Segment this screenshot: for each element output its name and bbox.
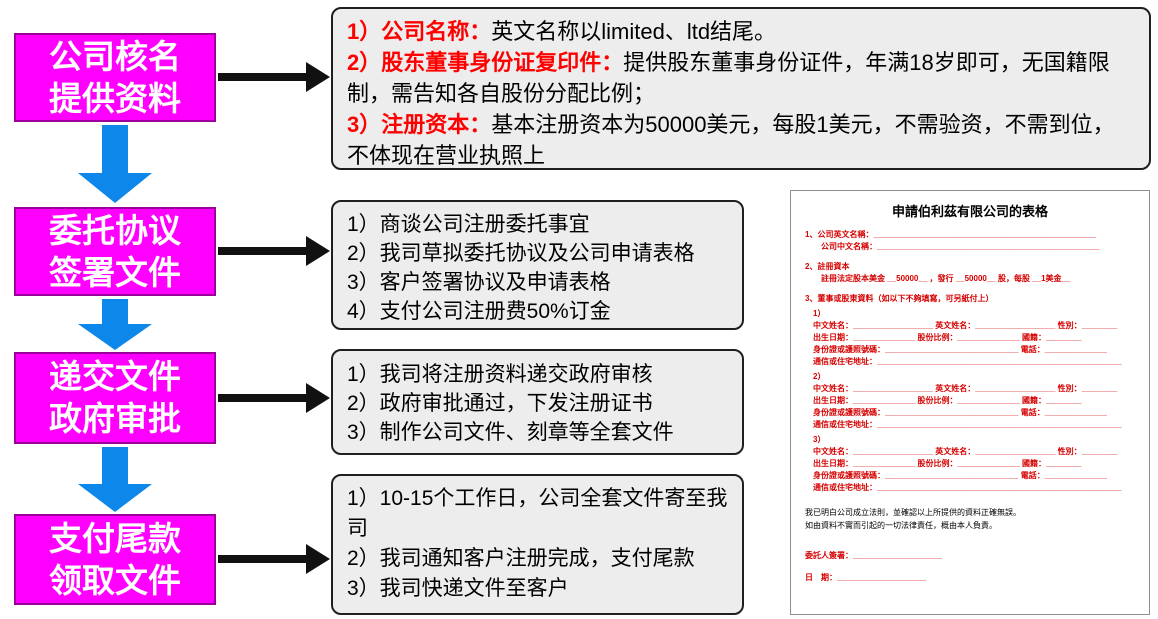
step-label-line: 递交文件 [49,358,181,396]
form-field-signature: 委託人簽署：____________________ [805,551,942,560]
detail-box-agreement: 1）商谈公司注册委托事宜 2）我司草拟委托协议及公司申请表格 3）客户签署协议及… [331,200,744,330]
shareholder-block-3: 3） 中文姓名：__________________ 英文姓名：________… [805,434,1135,494]
detail-box-payment: 1）10-15个工作日，公司全套文件寄至我司 2）我司通知客户注册完成，支付尾款… [331,474,744,615]
detail-item: 1）公司名称：英文名称以limited、ltd结尾。 [347,16,1135,47]
form-field-line: 中文姓名：__________________ 英文姓名：___________… [805,321,1118,330]
form-field-line: 中文姓名：__________________ 英文姓名：___________… [805,447,1118,456]
detail-item: 2）股东董事身份证复印件：提供股东董事身份证件，年满18岁即可，无国籍限制，需告… [347,47,1135,109]
step-label-line: 委托协议 [49,211,181,249]
form-field-line: 出生日期：______________ 股份比例：______________ … [805,333,1082,342]
down-arrow-icon [78,447,152,512]
form-field-line: 通信或住宅地址：________________________________… [805,357,1122,366]
right-arrow-icon [218,544,330,574]
step-label-line: 政府审批 [49,400,181,437]
detail-line: 3）我司快递文件至客户 [347,577,569,600]
detail-box-name-check: 1）公司名称：英文名称以limited、ltd结尾。 2）股东董事身份证复印件：… [331,7,1151,170]
down-arrow-icon [78,125,152,203]
detail-item: 3）注册资本：基本注册资本为50000美元，每股1美元，不需验资，不需到位，不体… [347,109,1135,168]
block-number: 1） [805,309,826,318]
detail-box-submission: 1）我司将注册资料递交政府审核 2）政府审批通过，下发注册证书 3）制作公司文件… [331,349,744,455]
step-box-payment: 支付尾款 领取文件 [14,514,216,605]
step-box-name-check: 公司核名 提供资料 [14,33,216,122]
item-heading: 1）公司名称： [347,19,492,44]
block-number: 3） [805,435,826,444]
form-section-capital: 2、註冊資本 [805,262,850,271]
item-body: 提供股东董事身份证件，年满18岁即可，无国籍限制，需告知各自股份分配比例； [347,50,1110,106]
right-arrow-icon [218,62,330,92]
form-field-line: 通信或住宅地址：________________________________… [805,420,1122,429]
detail-line: 2）我司草拟委托协议及公司申请表格 [347,242,695,265]
form-field-date: 日 期：____________________ [805,573,926,582]
item-body: 英文名称以limited、ltd结尾。 [491,19,777,44]
step-label-line: 支付尾款 [49,519,181,557]
step-label-line: 签署文件 [49,253,181,291]
detail-line: 1）我司将注册资料递交政府审核 [347,363,653,386]
step-label-line: 公司核名 [49,37,181,75]
step-box-submission: 递交文件 政府审批 [14,352,216,444]
step-label-line: 领取文件 [49,561,181,599]
form-declaration: 我已明白公司成立法則，並確認以上所提供的資料正確無誤。 如由資料不實而引起的一切… [805,506,1135,532]
form-title: 申請伯利茲有限公司的表格 [891,204,1048,219]
form-section-members: 3、董事或股東資料（如以下不夠填寫，可另紙付上） [805,294,994,303]
form-field-company-cn: 公司中文名稱：_________________________________… [805,242,1100,251]
application-form: 申請伯利茲有限公司的表格 1、公司英文名稱：__________________… [790,190,1150,615]
shareholder-block-2: 2） 中文姓名：__________________ 英文姓名：________… [805,371,1135,431]
form-field-line: 通信或住宅地址：________________________________… [805,483,1122,492]
block-number: 2） [805,372,826,381]
step-label-line: 提供资料 [49,79,181,117]
form-field-line: 身份證或護照號碼：______________________________ … [805,408,1107,417]
detail-line: 2）政府审批通过，下发注册证书 [347,392,653,415]
detail-line: 3）制作公司文件、刻章等全套文件 [347,421,674,444]
form-field-line: 身份證或護照號碼：______________________________ … [805,345,1107,354]
form-field-line: 出生日期：______________ 股份比例：______________ … [805,396,1082,405]
declaration-line: 如由資料不實而引起的一切法律責任，概由本人負責。 [805,521,997,530]
right-arrow-icon [218,236,330,266]
declaration-line: 我已明白公司成立法則，並確認以上所提供的資料正確無誤。 [805,508,1021,517]
right-arrow-icon [218,383,330,413]
down-arrow-icon [78,299,152,350]
detail-line: 1）商谈公司注册委托事宜 [347,213,590,236]
item-heading: 3）注册资本： [347,112,492,137]
form-field-capital: 註冊法定股本美金 __50000__ ，發行 __50000__ 股，每股 __… [805,274,1071,283]
detail-line: 4）支付公司注册费50%订金 [347,300,611,323]
detail-line: 1）10-15个工作日，公司全套文件寄至我司 [347,487,728,540]
item-heading: 2）股东董事身份证复印件： [347,50,624,75]
form-field-line: 出生日期：______________ 股份比例：______________ … [805,459,1082,468]
item-body: 基本注册资本为50000美元，每股1美元，不需验资，不需到位，不体现在营业执照上 [347,112,1115,168]
form-field-company-en: 1、公司英文名稱：_______________________________… [805,230,1096,239]
detail-line: 2）我司通知客户注册完成，支付尾款 [347,547,695,570]
shareholder-block-1: 1） 中文姓名：__________________ 英文姓名：________… [805,308,1135,368]
detail-line: 3）客户签署协议及申请表格 [347,271,611,294]
form-field-line: 中文姓名：__________________ 英文姓名：___________… [805,384,1118,393]
form-field-line: 身份證或護照號碼：______________________________ … [805,471,1107,480]
step-box-agreement: 委托协议 签署文件 [14,207,216,296]
